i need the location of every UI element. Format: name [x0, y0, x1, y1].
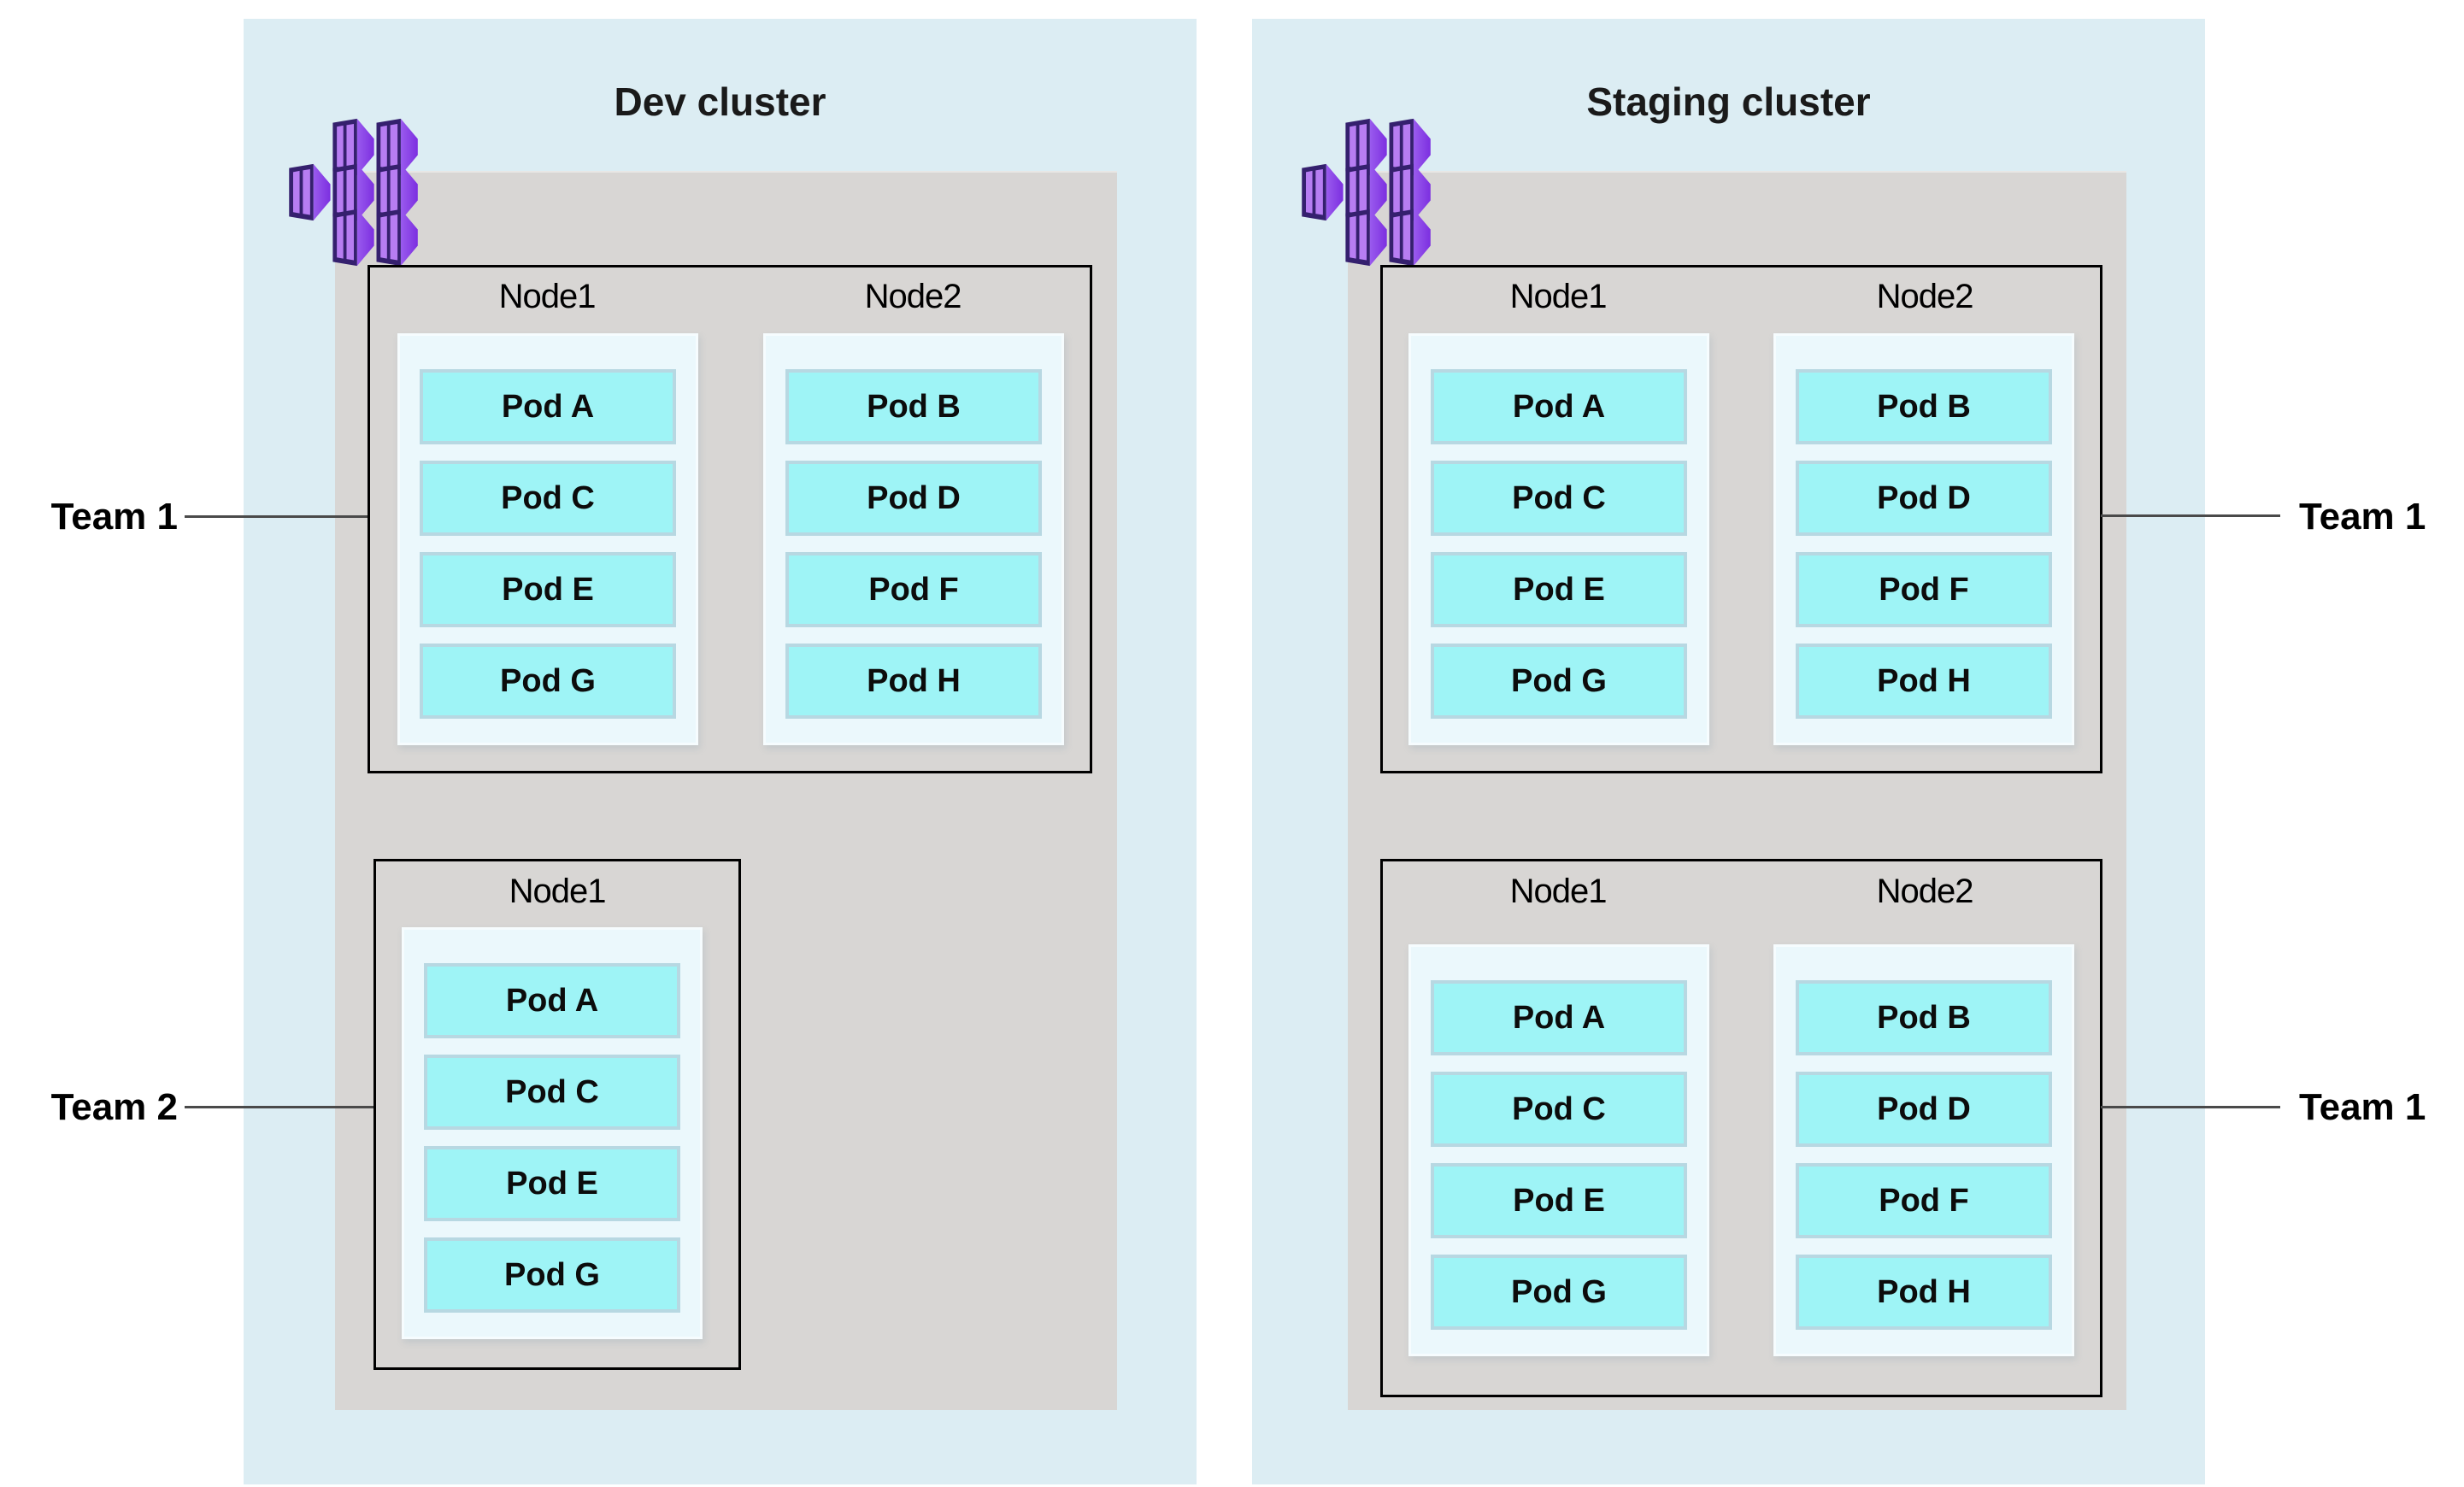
node-label: Node2	[864, 278, 962, 315]
staging-node-group-bottom	[1380, 859, 2102, 1397]
node-panel: Pod A Pod C Pod E Pod G	[1408, 333, 1709, 745]
pod: Pod E	[424, 1146, 680, 1221]
pod: Pod A	[1431, 369, 1687, 444]
pod: Pod G	[1431, 644, 1687, 719]
pod: Pod E	[1431, 552, 1687, 627]
pod: Pod C	[420, 461, 676, 536]
team-connector-line	[185, 515, 368, 518]
team-connector-line	[185, 1106, 373, 1108]
node-label: Node1	[509, 873, 607, 910]
node-panel: Pod A Pod C Pod E Pod G	[402, 927, 703, 1339]
pod: Pod G	[424, 1237, 680, 1313]
node-label: Node2	[1876, 873, 1974, 910]
pod: Pod H	[1796, 1255, 2052, 1330]
pod: Pod F	[785, 552, 1042, 627]
node-label: Node1	[498, 278, 597, 315]
cluster-dev-title: Dev cluster	[614, 79, 826, 124]
pod: Pod G	[420, 644, 676, 719]
node-panel: Pod A Pod C Pod E Pod G	[397, 333, 698, 745]
containers-cluster-icon	[1302, 118, 1431, 267]
node-label: Node1	[1509, 873, 1608, 910]
pod: Pod H	[1796, 644, 2052, 719]
team-label: Team 2	[50, 1086, 178, 1128]
pod: Pod D	[1796, 461, 2052, 536]
pod: Pod B	[1796, 980, 2052, 1055]
pod: Pod B	[785, 369, 1042, 444]
pod: Pod D	[1796, 1072, 2052, 1147]
pod: Pod B	[1796, 369, 2052, 444]
node-panel: Pod B Pod D Pod F Pod H	[1773, 333, 2074, 745]
node-label: Node2	[1876, 278, 1974, 315]
pod: Pod A	[420, 369, 676, 444]
dev-node-group-top	[368, 265, 1092, 773]
node-panel: Pod B Pod D Pod F Pod H	[1773, 944, 2074, 1356]
node-label: Node1	[1509, 278, 1608, 315]
containers-cluster-icon	[289, 118, 418, 267]
pod: Pod A	[1431, 980, 1687, 1055]
pod: Pod D	[785, 461, 1042, 536]
pod: Pod A	[424, 963, 680, 1038]
pod: Pod C	[424, 1055, 680, 1130]
node-panel: Pod B Pod D Pod F Pod H	[763, 333, 1064, 745]
team-label: Team 1	[2299, 496, 2426, 538]
team-connector-line	[2101, 1106, 2280, 1108]
pod: Pod E	[1431, 1163, 1687, 1238]
cluster-staging-title: Staging cluster	[1586, 79, 1871, 124]
pod: Pod E	[420, 552, 676, 627]
node-panel: Pod A Pod C Pod E Pod G	[1408, 944, 1709, 1356]
team-label: Team 1	[2299, 1086, 2426, 1128]
pod: Pod C	[1431, 461, 1687, 536]
staging-node-group-top	[1380, 265, 2102, 773]
team-label: Team 1	[50, 496, 178, 538]
dev-node-group-bottom	[373, 859, 741, 1370]
pod: Pod H	[785, 644, 1042, 719]
pod: Pod F	[1796, 1163, 2052, 1238]
pod: Pod F	[1796, 552, 2052, 627]
pod: Pod G	[1431, 1255, 1687, 1330]
pod: Pod C	[1431, 1072, 1687, 1147]
team-connector-line	[2101, 514, 2280, 517]
